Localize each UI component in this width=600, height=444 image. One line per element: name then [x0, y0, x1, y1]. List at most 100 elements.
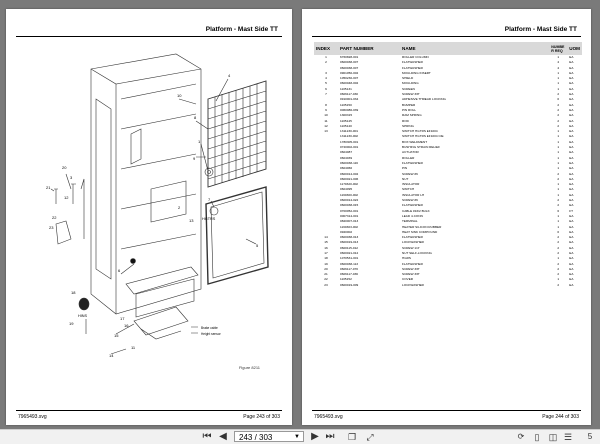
svg-text:7: 7 — [208, 197, 211, 202]
cell-name: SWITCH HGTRS EF1004 CIE — [402, 134, 444, 139]
cell-part-number: 0720002-001 — [340, 145, 359, 150]
cell-uom: EA — [569, 213, 574, 218]
cell-index: 2 — [325, 60, 327, 65]
single-page-view-icon[interactable]: ▯ — [534, 432, 540, 442]
svg-text:15: 15 — [114, 333, 119, 338]
cell-uom: EA — [569, 229, 574, 234]
cell-number-req: 1 — [557, 86, 560, 91]
cell-number-req: 0 — [557, 97, 560, 102]
scroll-view-icon[interactable]: ☰ — [563, 432, 573, 442]
screen-mesh — [207, 80, 267, 188]
page-header: Platform - Mast Side TT — [504, 26, 577, 33]
cell-part-number: 0600021-012 — [340, 250, 359, 255]
column-header-uom: UOM — [567, 42, 582, 55]
cell-uom: EA — [569, 198, 574, 203]
cell-name: BOX WELDMENT — [402, 139, 428, 144]
cell-name: COVER — [402, 277, 414, 282]
cell-uom: EA — [569, 171, 574, 176]
fit-page-icon[interactable]: ⤢ — [366, 432, 374, 442]
cell-number-req: 1 — [557, 182, 560, 187]
copy-icon[interactable]: ❐ — [347, 432, 357, 442]
cell-number-req: 2 — [557, 92, 560, 97]
cell-uom: FT — [569, 208, 574, 213]
svg-text:4: 4 — [228, 73, 231, 78]
cell-part-number: 1311230-001 — [340, 129, 359, 134]
cell-part-number: 0606117-030 — [340, 92, 359, 97]
cell-name: SPRING — [402, 123, 414, 128]
cell-name: PIN ROLL — [402, 107, 417, 112]
cell-part-number: 0600038-013 — [340, 235, 359, 240]
cell-index: 14 — [324, 235, 328, 240]
cell-uom: EA — [569, 97, 574, 102]
header-rule — [312, 36, 581, 37]
cell-uom: EA — [569, 187, 574, 192]
document-page-left: Platform - Mast Side TT — [6, 9, 292, 425]
prev-page-icon[interactable]: ◀ — [219, 431, 227, 442]
cell-name: LEAD 4-CONN — [402, 213, 423, 218]
cell-name: INSULATOR — [402, 182, 420, 187]
cell-uom: EA — [569, 81, 574, 86]
cell-index: 23 — [324, 282, 328, 287]
next-page-icon[interactable]: ▶ — [311, 431, 319, 442]
cell-index: 7 — [325, 92, 327, 97]
cell-number-req: 1 — [557, 219, 560, 224]
cell-uom: EA — [569, 219, 574, 224]
cell-index: 19 — [324, 261, 328, 266]
cell-uom: EA — [569, 250, 574, 255]
cell-name: FLATWASHER — [402, 160, 423, 165]
zoom-level[interactable]: 5 — [587, 432, 593, 441]
cell-part-number: 0600038-116 — [340, 160, 359, 165]
cell-number-req: 1 — [557, 150, 560, 155]
cell-part-number: 0600038-007 — [340, 60, 359, 65]
brake-cable-label: Brake cable — [201, 326, 218, 330]
footer-rule — [312, 410, 581, 411]
cell-number-req: 6 — [557, 208, 560, 213]
cell-number-req: 1 — [557, 70, 560, 75]
svg-text:8: 8 — [194, 115, 197, 120]
cell-part-number: 1311230-002 — [340, 134, 359, 139]
cell-uom: EA — [569, 65, 574, 70]
cell-name: INSULATOR LH — [402, 192, 425, 197]
footer-page-number: Page 244 of 303 — [542, 414, 579, 420]
cell-number-req: 2 — [557, 235, 560, 240]
cell-name: TERMINAL — [402, 219, 418, 224]
cell-part-number: 1105150 — [340, 102, 352, 107]
cell-name: HEAT SINK COMPOUND — [402, 229, 438, 234]
cell-part-number: 0820007-013 — [340, 219, 359, 224]
cell-uom: EA — [569, 240, 574, 245]
cell-name: SHIELD — [402, 76, 414, 81]
cell-number-req: 1 — [557, 166, 560, 171]
cell-number-req: 1 — [557, 76, 560, 81]
cell-index: 6 — [325, 86, 327, 91]
cell-name: SCREW 1/4" — [402, 245, 420, 250]
cell-part-number: 0600038-007 — [340, 65, 359, 70]
svg-text:1: 1 — [198, 139, 201, 144]
cell-number-req: 1 — [557, 139, 560, 144]
rotate-icon[interactable]: ⟳ — [517, 432, 525, 441]
cell-name: CABLE #16/2 BULK — [402, 208, 430, 213]
svg-text:9: 9 — [193, 156, 196, 161]
cell-number-req: 1 — [557, 187, 560, 192]
cell-part-number: 0600019-009 — [340, 282, 359, 287]
cell-number-req: 2 — [557, 118, 560, 123]
hgtrs-label: HGTRS — [202, 217, 216, 221]
first-page-icon[interactable]: ⏮ — [202, 431, 212, 442]
cell-number-req: 0 — [557, 229, 560, 234]
cell-uom: EA — [569, 282, 574, 287]
cell-name: MOULDING INSERT — [402, 70, 431, 75]
cell-part-number: 1050230-007 — [340, 76, 359, 81]
cell-index: 5 — [325, 81, 327, 86]
two-page-view-icon[interactable]: ◫ — [548, 432, 558, 442]
cell-part-number: 0604039 — [340, 155, 353, 160]
cell-uom: EA — [569, 134, 574, 139]
page-number-select[interactable]: 243 / 303 ▼ — [234, 431, 304, 442]
last-page-icon[interactable]: ⏭ — [325, 431, 335, 442]
